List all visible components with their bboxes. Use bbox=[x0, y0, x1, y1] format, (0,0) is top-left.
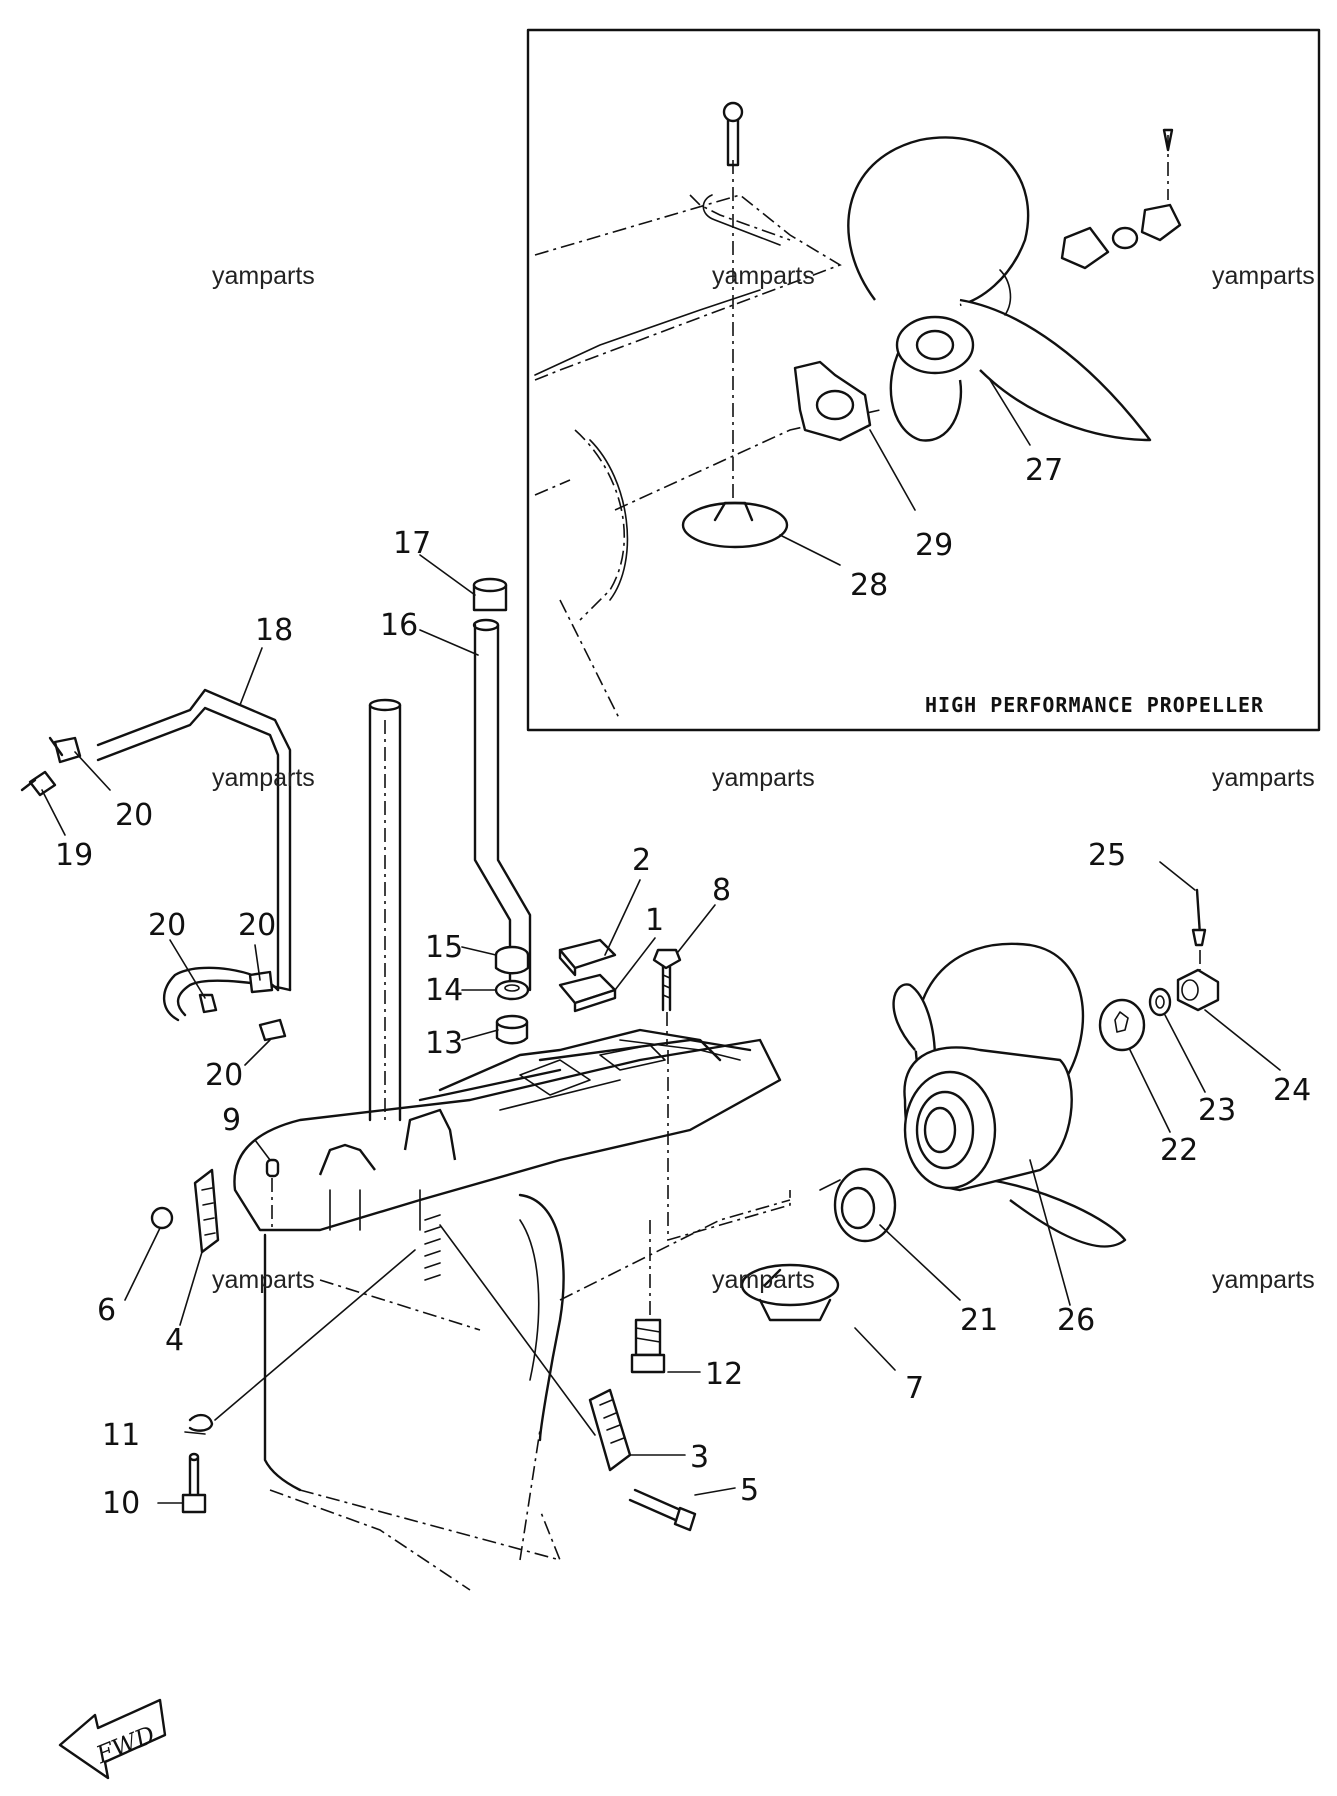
fwd-label: FWD bbox=[91, 1721, 159, 1770]
callout-23: 23 bbox=[1198, 1093, 1236, 1128]
grommet-13-icon bbox=[495, 1014, 529, 1045]
hose-clamp-icon bbox=[20, 736, 287, 1042]
callout-4: 4 bbox=[165, 1323, 184, 1358]
callout-21: 21 bbox=[960, 1303, 998, 1338]
callout-22: 22 bbox=[1160, 1133, 1198, 1168]
bolt-12-icon bbox=[630, 1318, 666, 1374]
watermark: yamparts bbox=[1212, 1266, 1315, 1294]
watermark: yamparts bbox=[212, 764, 315, 792]
washer-22-icon bbox=[1098, 998, 1146, 1052]
callout-19: 19 bbox=[55, 838, 93, 873]
anode-7-icon bbox=[740, 1263, 840, 1322]
callout-17: 17 bbox=[393, 526, 431, 561]
callout-24: 24 bbox=[1273, 1073, 1311, 1108]
callout-7: 7 bbox=[905, 1371, 924, 1406]
thrust-washer-21-icon bbox=[819, 1167, 897, 1243]
callout-8: 8 bbox=[712, 873, 731, 908]
callout-3: 3 bbox=[690, 1440, 709, 1475]
callout-14: 14 bbox=[425, 973, 463, 1008]
callout-20-top: 20 bbox=[115, 798, 153, 833]
bolt-8-icon bbox=[652, 948, 682, 1045]
bolt-5-icon bbox=[628, 1488, 697, 1532]
cover-3-icon bbox=[588, 1388, 632, 1472]
lower-casing-assembly bbox=[233, 698, 791, 1591]
callout-15: 15 bbox=[425, 930, 463, 965]
callout-27: 27 bbox=[1025, 453, 1063, 488]
high-performance-propeller-inset: 27 29 28 HIGH PERFORMANCE PROPELLER bbox=[526, 28, 1321, 732]
callout-16: 16 bbox=[380, 608, 418, 643]
watermark: yamparts bbox=[712, 1266, 815, 1294]
cover-4-icon bbox=[193, 1168, 220, 1254]
forward-direction-arrow-icon: FWD bbox=[58, 1698, 167, 1780]
watermark: yamparts bbox=[712, 764, 815, 792]
washer-23-icon bbox=[1148, 987, 1172, 1017]
washer-29-icon bbox=[793, 360, 872, 442]
callout-11: 11 bbox=[102, 1418, 140, 1453]
inset-title: HIGH PERFORMANCE PROPELLER bbox=[925, 693, 1264, 717]
pin-9-icon bbox=[265, 1158, 280, 1230]
watermark: yamparts bbox=[1212, 262, 1315, 290]
callout-29: 29 bbox=[915, 528, 953, 563]
water-pipe-16 bbox=[472, 618, 532, 992]
callout-25: 25 bbox=[1088, 838, 1126, 873]
callout-2: 2 bbox=[632, 843, 651, 878]
callouts: 17 16 18 20 19 20 20 20 15 14 13 2 1 8 9… bbox=[55, 526, 1311, 1521]
callout-18: 18 bbox=[255, 613, 293, 648]
plug-6-icon bbox=[150, 1206, 174, 1230]
callout-28: 28 bbox=[850, 568, 888, 603]
callout-9: 9 bbox=[222, 1103, 241, 1138]
callout-26: 26 bbox=[1057, 1303, 1095, 1338]
watermarks: yamparts yamparts yamparts yamparts yamp… bbox=[212, 262, 1315, 1294]
grommet-17-icon bbox=[472, 577, 508, 612]
grommet-15-icon bbox=[494, 945, 530, 975]
washer-11-icon bbox=[188, 1413, 214, 1432]
watermark: yamparts bbox=[212, 1266, 315, 1294]
water-inlet-slots-icon bbox=[424, 1214, 441, 1281]
damper-2-icon bbox=[558, 938, 617, 977]
callout-1: 1 bbox=[645, 903, 664, 938]
callout-20-left: 20 bbox=[148, 908, 186, 943]
callout-10: 10 bbox=[102, 1486, 140, 1521]
damper-1-icon bbox=[558, 973, 617, 1013]
callout-6: 6 bbox=[97, 1293, 116, 1328]
callout-12: 12 bbox=[705, 1357, 743, 1392]
watermark: yamparts bbox=[1212, 764, 1315, 792]
callout-13: 13 bbox=[425, 1026, 463, 1061]
callout-20-bottom: 20 bbox=[205, 1058, 243, 1093]
nut-24-icon bbox=[1176, 968, 1220, 1012]
leader-lines bbox=[41, 554, 1281, 1504]
watermark: yamparts bbox=[212, 262, 315, 290]
inset-frame bbox=[526, 28, 1321, 732]
bolt-10-icon bbox=[181, 1452, 207, 1514]
watermark: yamparts bbox=[712, 262, 815, 290]
propeller-nut-icon bbox=[1060, 128, 1182, 270]
seal-14-icon bbox=[494, 979, 530, 1001]
cotter-pin-25-icon bbox=[1191, 888, 1207, 970]
propeller-27-icon bbox=[847, 136, 1152, 442]
callout-5: 5 bbox=[740, 1473, 759, 1508]
cooling-hose-18 bbox=[96, 688, 292, 1022]
anode-plate-icon bbox=[681, 101, 789, 549]
propeller-26-icon bbox=[892, 942, 1127, 1248]
callout-20-right: 20 bbox=[238, 908, 276, 943]
